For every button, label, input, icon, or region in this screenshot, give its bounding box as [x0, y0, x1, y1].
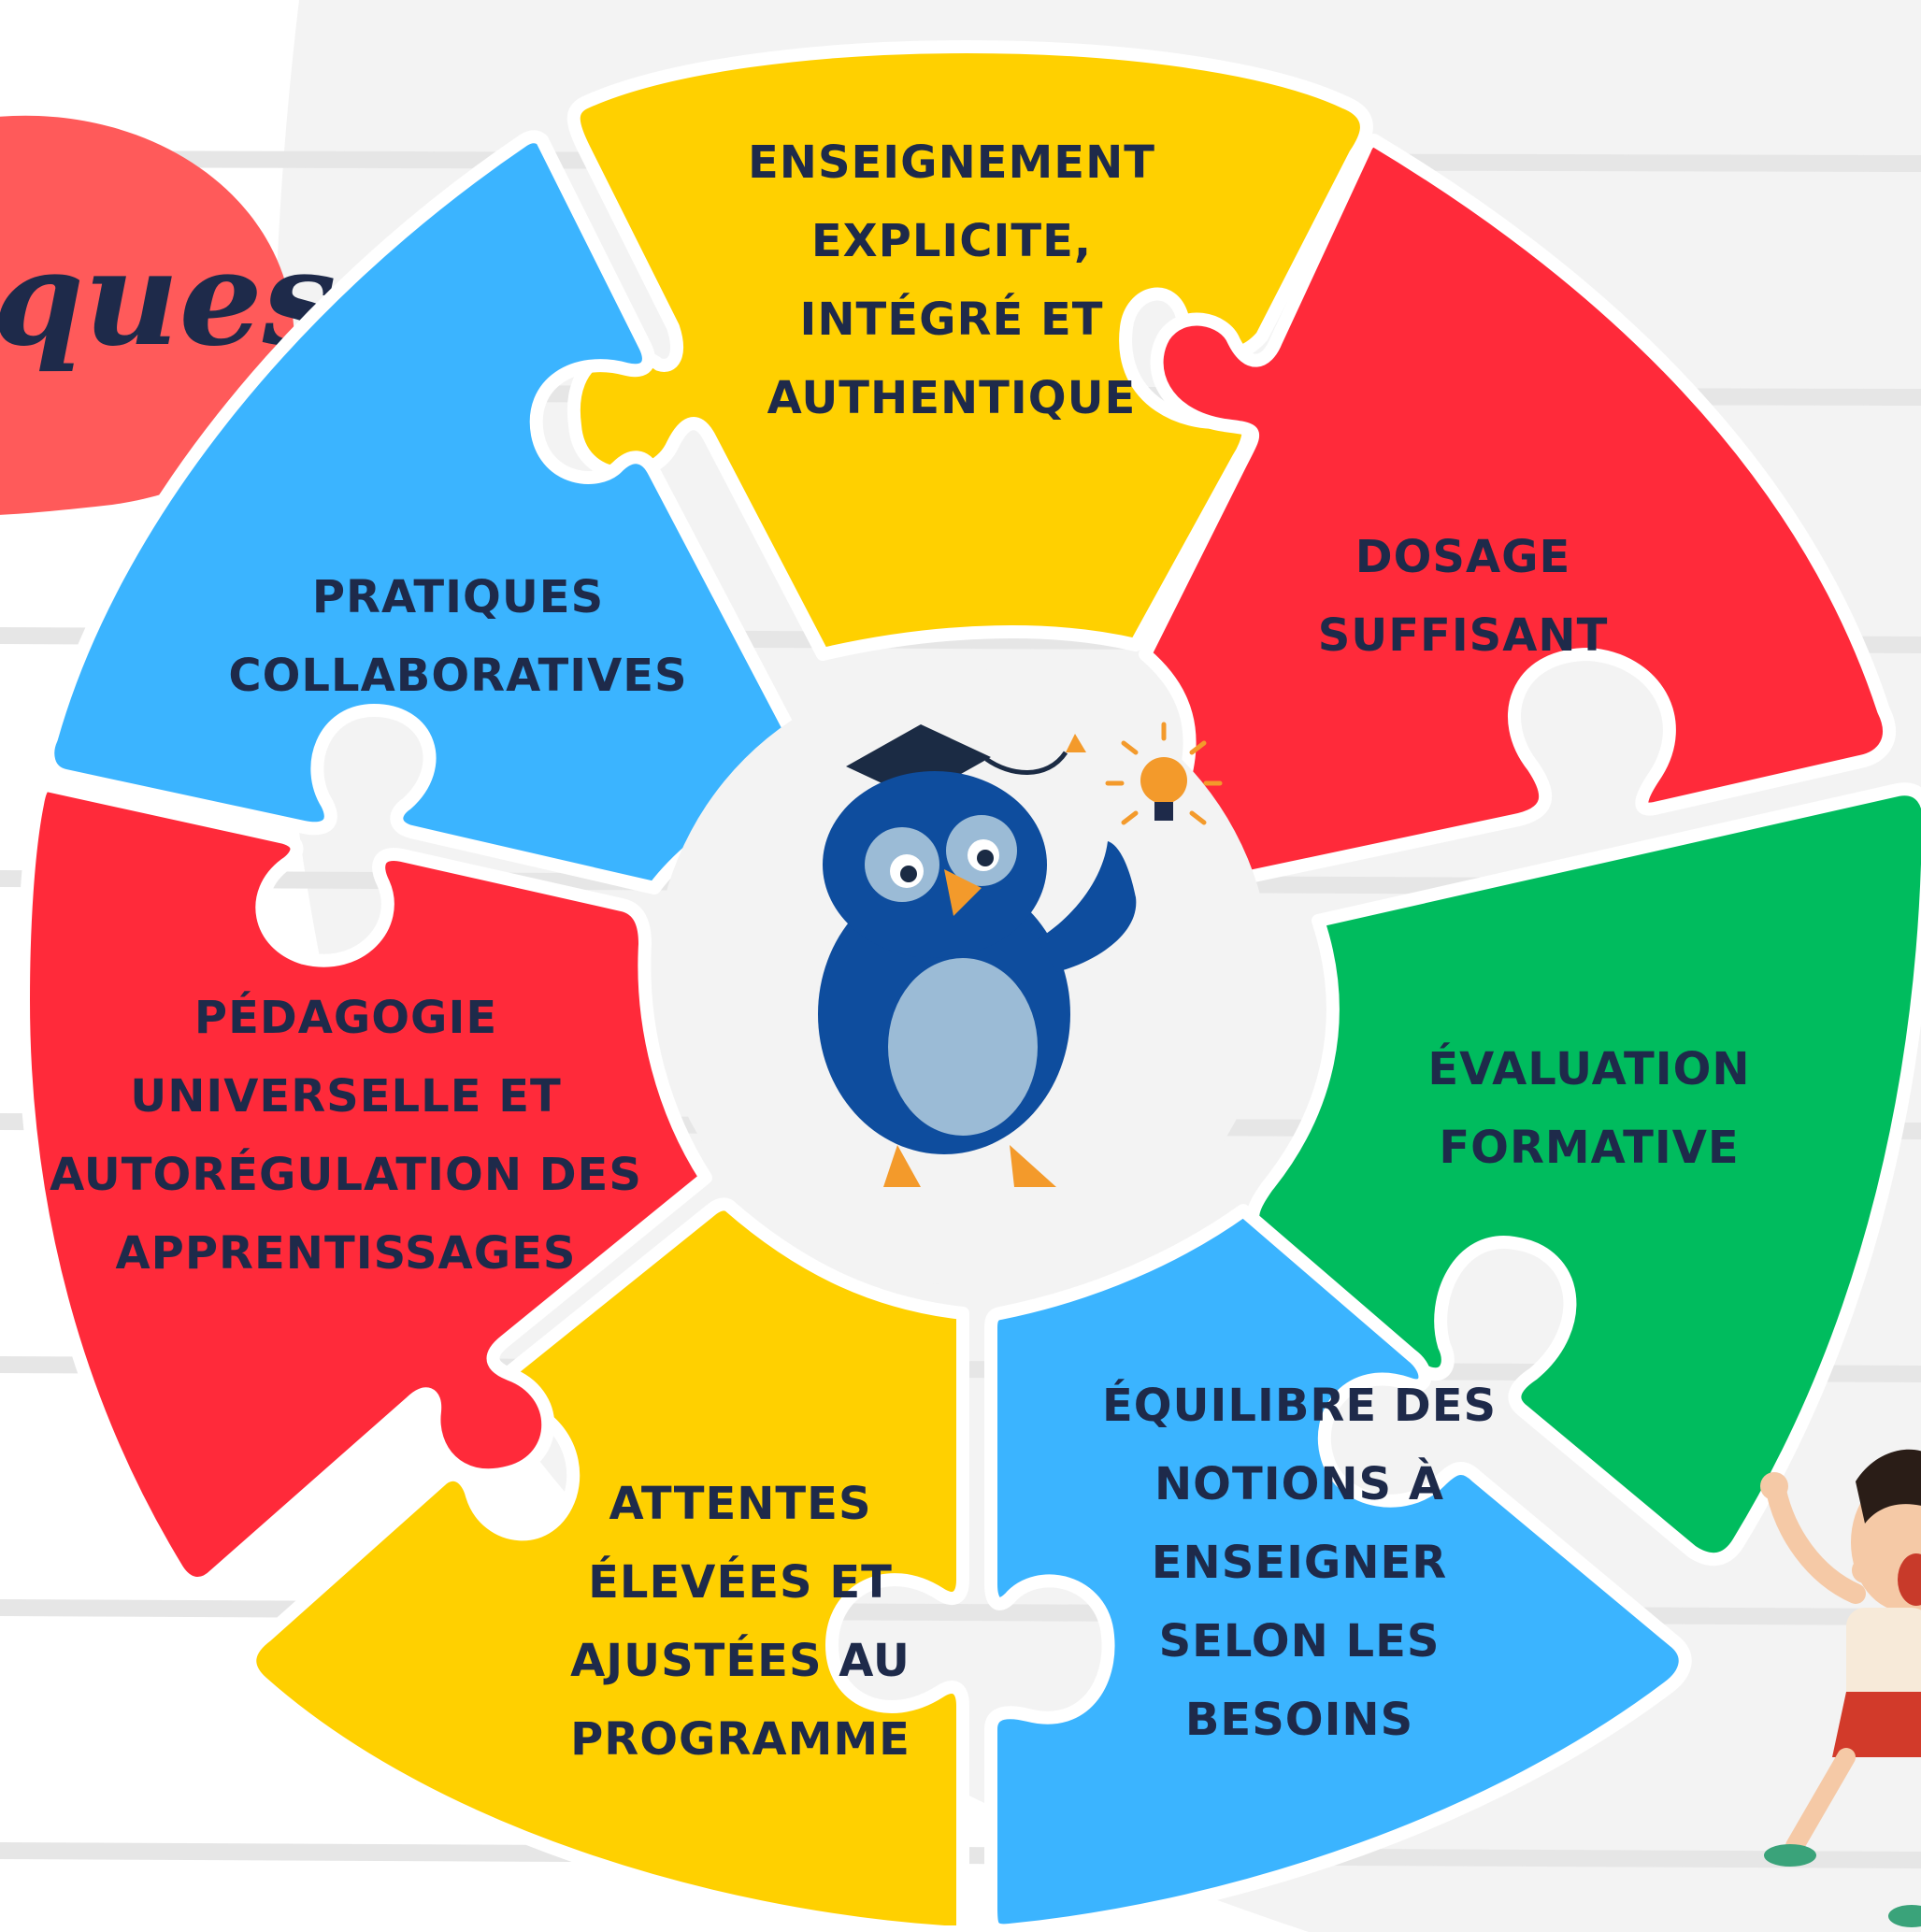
segment-equilibre	[984, 1204, 1692, 1932]
segment-label-line: FORMATIVE	[1439, 1122, 1739, 1174]
segment-label-line: AJUSTÉES AU	[570, 1634, 910, 1687]
puzzle-wheel	[17, 40, 1921, 1932]
segment-label-attentes: ATTENTES ÉLEVÉES ET AJUSTÉES AU PROGRAMME	[570, 1478, 910, 1766]
segment-label-line: COLLABORATIVES	[228, 650, 687, 702]
child-cheering-icon	[1760, 1449, 1921, 1927]
segment-label-line: AUTHENTIQUE	[767, 372, 1137, 424]
segment-label-line: ÉLEVÉES ET	[588, 1555, 893, 1609]
segment-pedagogie	[17, 779, 712, 1590]
segment-labels: ENSEIGNEMENT EXPLICITE, INTÉGRÉ ET AUTHENTI…	[50, 136, 1750, 1766]
segment-label-line: NOTIONS À	[1154, 1457, 1444, 1510]
segment-label-line: UNIVERSELLE ET	[130, 1070, 561, 1123]
segment-attentes	[243, 1197, 969, 1932]
segment-label-equilibre: ÉQUILIBRE DES NOTIONS À ENSEIGNER SELON LES…	[1102, 1379, 1497, 1746]
segment-label-line: ÉVALUATION	[1427, 1042, 1750, 1095]
segment-label-pedagogie: PÉDAGOGIE UNIVERSELLE ET AUTORÉGULATION DE…	[50, 991, 642, 1280]
segment-label-line: AUTORÉGULATION DES	[50, 1148, 642, 1201]
segment-label-line: ENSEIGNER	[1152, 1537, 1448, 1589]
segment-label-evaluation: ÉVALUATION FORMATIVE	[1427, 1042, 1750, 1174]
segment-label-line: INTÉGRÉ ET	[800, 293, 1104, 346]
segment-label-line: PROGRAMME	[570, 1713, 910, 1766]
segment-label-line: PÉDAGOGIE	[194, 991, 497, 1044]
owl-graduate-lightbulb-icon	[818, 722, 1223, 1187]
segment-label-line: BESOINS	[1185, 1694, 1413, 1746]
segment-label-line: SUFFISANT	[1318, 609, 1609, 662]
segment-dosage	[1139, 134, 1896, 895]
segment-label-line: APPRENTISSAGES	[116, 1227, 577, 1280]
segment-label-line: DOSAGE	[1355, 531, 1571, 583]
segment-label-line: EXPLICITE,	[811, 215, 1092, 267]
segment-label-line: PRATIQUES	[312, 571, 604, 623]
segment-label-line: ATTENTES	[609, 1478, 871, 1530]
segment-label-line: SELON LES	[1159, 1615, 1441, 1667]
segment-pratiques	[41, 130, 810, 894]
segment-label-dosage: DOSAGE SUFFISANT	[1318, 531, 1609, 662]
segment-label-pratiques: PRATIQUES COLLABORATIVES	[228, 571, 687, 702]
segment-label-line: ÉQUILIBRE DES	[1102, 1379, 1497, 1432]
segment-label-line: ENSEIGNEMENT	[748, 136, 1155, 189]
segment-label-enseignement: ENSEIGNEMENT EXPLICITE, INTÉGRÉ ET AUTHENTI…	[748, 136, 1155, 424]
